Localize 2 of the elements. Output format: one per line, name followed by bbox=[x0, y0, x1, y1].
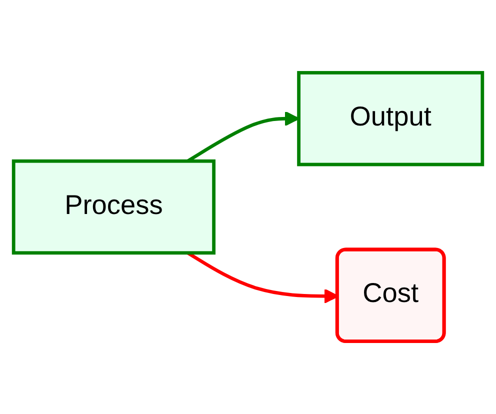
node-box: Process bbox=[12, 159, 216, 255]
node-box: Output bbox=[297, 71, 484, 166]
